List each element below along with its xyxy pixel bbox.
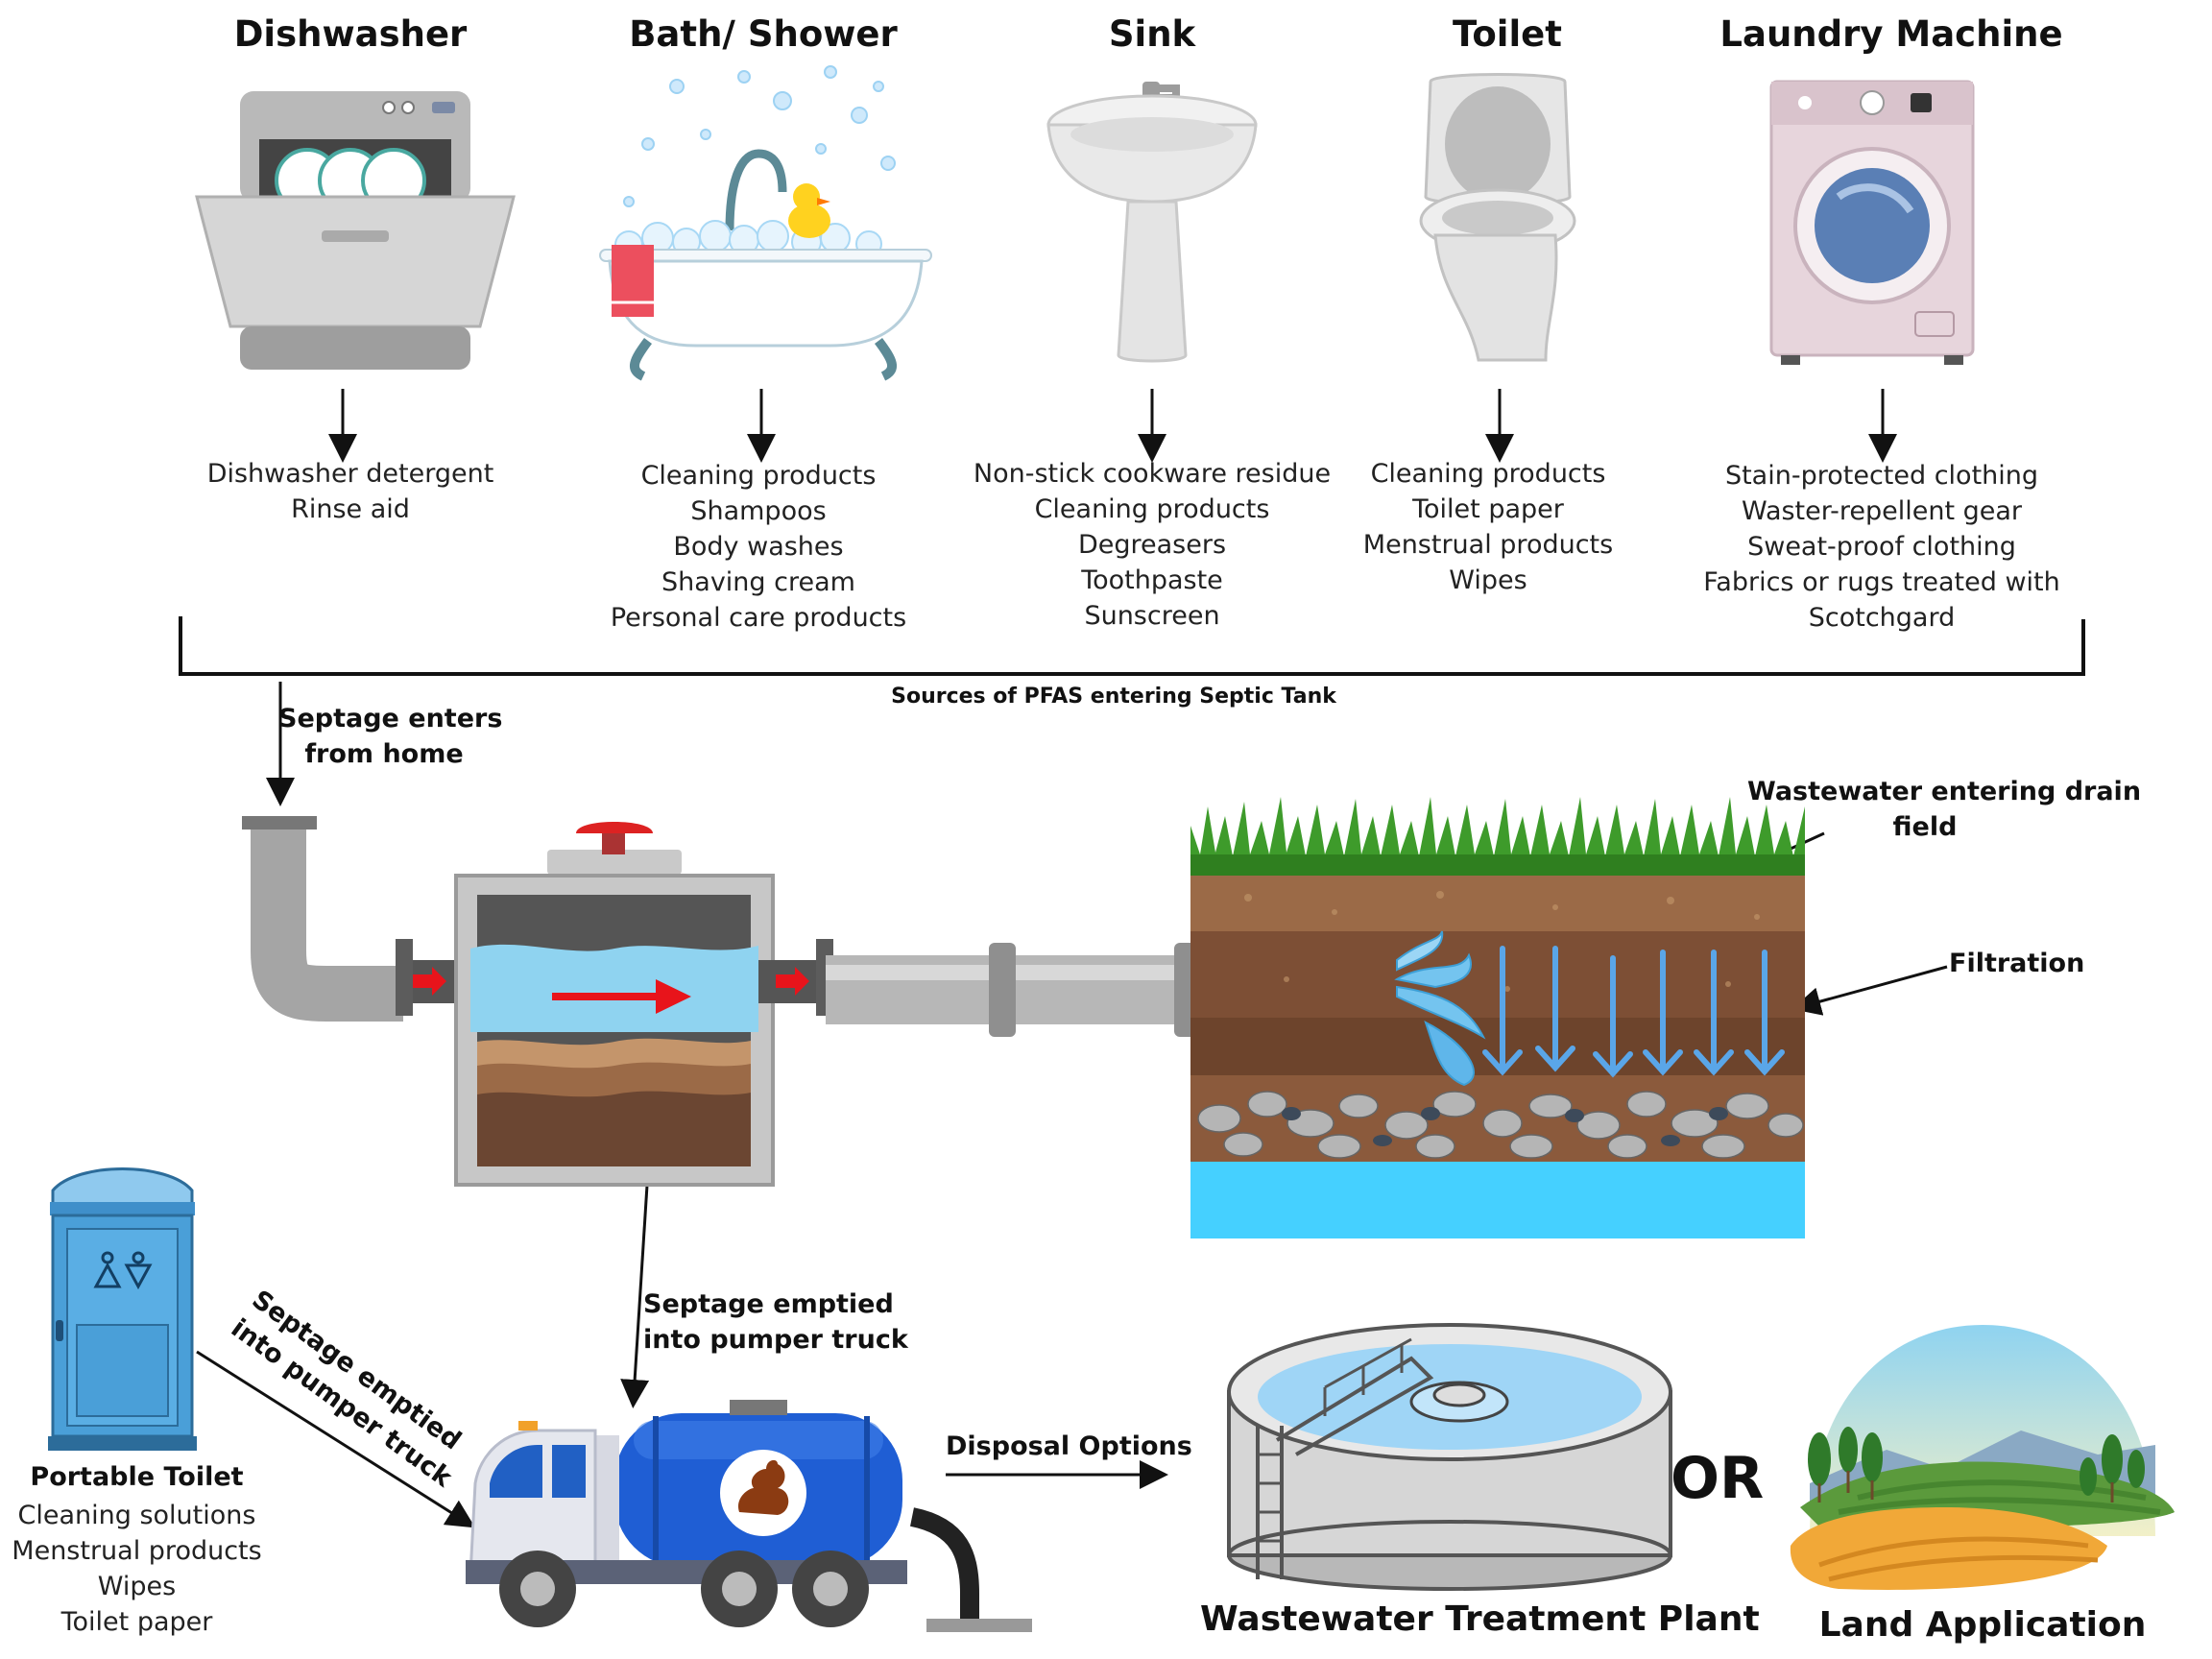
washing-machine-icon [1769, 80, 1975, 365]
toilet-icon [1419, 73, 1576, 362]
toilet-title: Toilet [1453, 13, 1562, 55]
wwtp-label: Wastewater Treatment Plant [1200, 1599, 1760, 1639]
sink-title: Sink [1108, 13, 1196, 55]
drain-field [1190, 797, 1805, 1238]
laundry-title: Laundry Machine [1719, 13, 2063, 55]
portable-toilet-title: Portable Toilet [30, 1462, 244, 1492]
or-label: OR [1671, 1445, 1765, 1512]
bath-shower-title: Bath/ Shower [629, 13, 898, 55]
bracket-label: Sources of PFAS entering Septic Tank [891, 685, 1336, 709]
land-application-label: Land Application [1818, 1605, 2147, 1645]
dishwasher-icon [195, 91, 516, 370]
portable-toilet-icon [48, 1167, 197, 1451]
filtration-label: Filtration [1949, 949, 2085, 978]
sink-icon [1046, 82, 1258, 363]
bathtub-icon [599, 65, 932, 381]
pumper-truck-icon [466, 1400, 1032, 1632]
dishwasher-title: Dishwasher [233, 13, 468, 55]
disposal-options-label: Disposal Options [946, 1431, 1192, 1461]
wastewater-treatment-plant-icon [1227, 1323, 1672, 1591]
land-application-icon [1790, 1325, 2175, 1590]
